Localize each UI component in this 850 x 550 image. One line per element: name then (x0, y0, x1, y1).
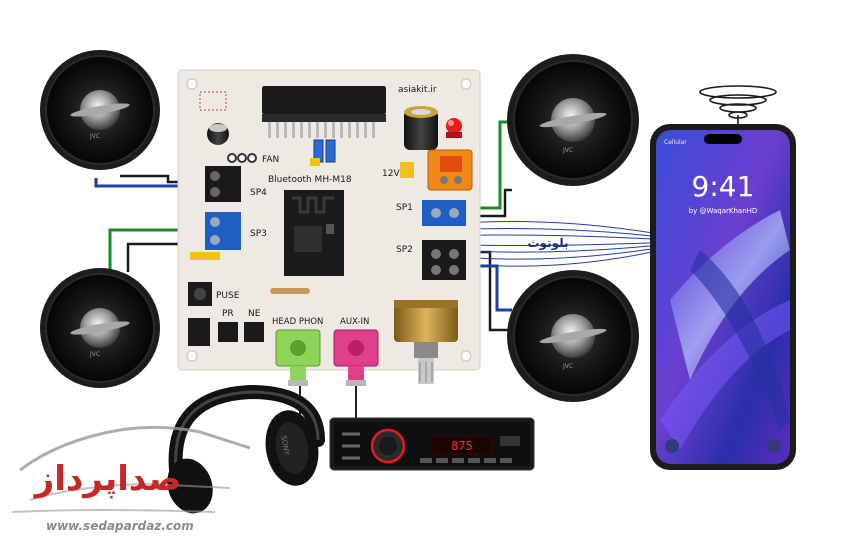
phone-credit: by @WaqarKhanHD (689, 207, 758, 215)
watermark-url: www.sedapardaz.com (46, 519, 194, 533)
speaker-brand: JVC (562, 363, 573, 370)
camera-icon (767, 439, 781, 453)
sp2-terminal (422, 240, 466, 280)
blue-capacitor (325, 139, 336, 163)
headphone-jack (275, 329, 321, 386)
resistor (270, 288, 310, 294)
power-capacitor (404, 106, 438, 150)
pr-label: PR (222, 309, 234, 319)
phone-notch (704, 134, 742, 144)
radio-display: 875 (451, 439, 473, 453)
bluetooth-module (284, 190, 344, 276)
watermark-logo: صداپرداز www.sedapardaz.com (11, 425, 251, 533)
headphone-brand: SONY (279, 435, 290, 456)
yellow-component (190, 252, 220, 260)
watermark-logo-text: صداپرداز (33, 459, 182, 499)
power-diode (400, 162, 414, 178)
speaker-brand: JVC (89, 351, 100, 358)
aux-in-label: AUX-IN (340, 317, 369, 327)
power-amplifier-ic (262, 86, 386, 138)
sp1-label: SP1 (396, 203, 413, 213)
12v-label: 12V (382, 169, 400, 179)
fan-capacitor (207, 123, 257, 163)
volume-potentiometer (394, 300, 458, 384)
phone-carrier: Cellular (664, 139, 687, 146)
board-site-label: asiakit.ir (398, 85, 437, 95)
pause-button (188, 282, 212, 306)
amplifier-board: asiakit.ir FAN Bluetooth MH-M18 12V (177, 69, 481, 386)
fan-label: FAN (262, 155, 279, 165)
sp3-label: SP3 (250, 229, 267, 239)
sp3-terminal (205, 212, 241, 250)
ne-label: NE (248, 309, 261, 319)
power-led (446, 118, 462, 138)
pause-label: PUSE (216, 291, 240, 301)
bluetooth-label: بلوتوث (527, 236, 568, 251)
speaker-brand: JVC (89, 133, 100, 140)
power-terminal (427, 149, 473, 191)
speaker-bottom-left: JVC (40, 268, 160, 388)
sp4-terminal (205, 166, 241, 202)
flashlight-icon (665, 439, 679, 453)
speaker-bottom-right: JVC (507, 270, 639, 402)
module-label: Bluetooth MH-M18 (268, 175, 352, 185)
head-phon-label: HEAD PHON (272, 317, 323, 327)
smartphone: Cellular 9:41 by @WaqarKhanHD (650, 85, 796, 470)
speaker-top-left: JVC (40, 50, 160, 170)
car-radio: 875 (329, 417, 535, 471)
speaker-brand: JVC (562, 147, 573, 154)
sp2-label: SP2 (396, 245, 413, 255)
sp4-label: SP4 (250, 188, 267, 198)
speaker-top-right: JVC (507, 54, 639, 186)
phone-clock: 9:41 (692, 170, 755, 203)
yellow-capacitor (310, 158, 320, 166)
button-cluster (188, 318, 264, 346)
sp1-terminal (422, 200, 466, 226)
wireless-signal-icon (699, 85, 777, 124)
aux-in-jack (333, 329, 379, 386)
headphones: SONY (167, 384, 325, 514)
